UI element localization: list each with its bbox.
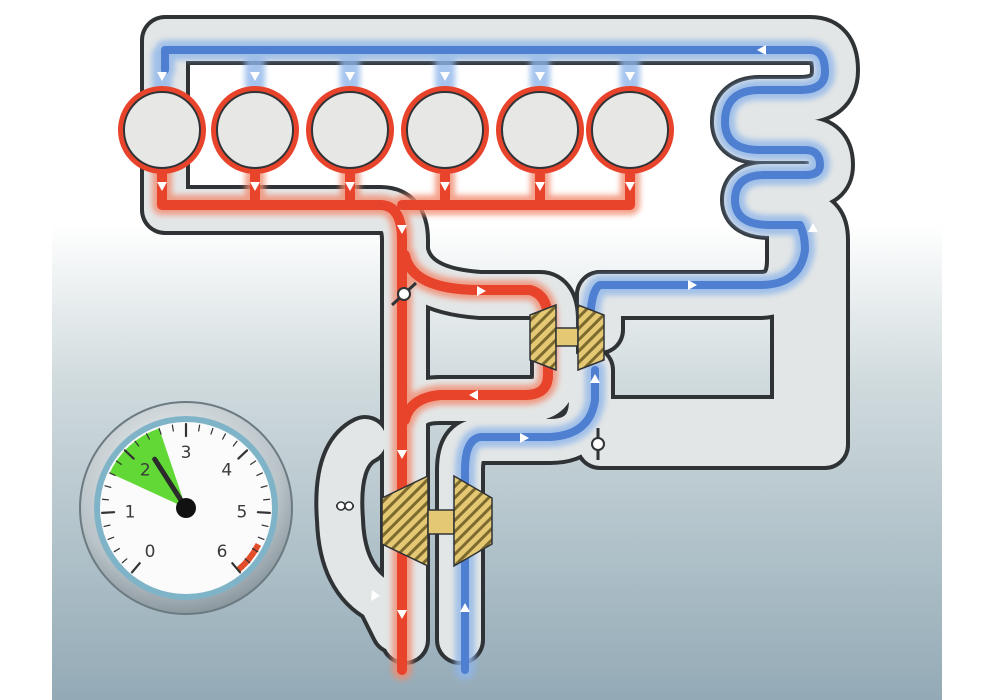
gauge-minor-tick (113, 547, 120, 553)
gauge-minor-tick (121, 558, 128, 564)
gauge-minor-tick (261, 524, 269, 528)
cylinder-2 (211, 86, 299, 174)
gauge-major-tick (101, 511, 116, 514)
cylinder-3 (306, 86, 394, 174)
triangle-arrow-icon (460, 603, 470, 612)
boost-gauge: 01 2 3 4 56 (79, 401, 293, 615)
gauge-minor-tick (171, 424, 174, 432)
gauge-minor-tick (107, 536, 115, 541)
turbocharger-small (529, 303, 605, 372)
triangle-arrow-icon (345, 72, 355, 81)
gauge-minor-tick (104, 485, 112, 488)
valve-wastegate (336, 501, 354, 511)
gauge-hub (176, 498, 196, 518)
cylinder-bank (118, 86, 674, 174)
gauge-scale-labels: 01 2 3 4 56 (125, 443, 248, 562)
triangle-arrow-icon (469, 390, 478, 400)
gauge-scale-label: 3 (181, 443, 192, 463)
gauge-minor-tick (252, 547, 259, 553)
valve-bypass-intake (591, 428, 605, 460)
gauge-major-tick (123, 449, 135, 460)
triangle-arrow-icon (371, 590, 380, 601)
flow-arrows (157, 45, 818, 619)
gauge-scale-label: 0 (145, 542, 156, 562)
triangle-arrow-icon (250, 72, 260, 81)
turbocharger-large (381, 474, 493, 568)
gauge-scale-label: 1 (125, 502, 136, 522)
cylinder-1 (118, 86, 206, 174)
gauge-minor-tick (260, 485, 268, 488)
gauge-minor-tick (256, 472, 263, 477)
gauge-ticks (101, 422, 271, 574)
triangle-arrow-icon (440, 182, 450, 191)
turbocharger-icon (381, 474, 429, 568)
triangle-arrow-icon (535, 182, 545, 191)
gauge-minor-tick (232, 440, 238, 447)
gauge-minor-tick (262, 498, 271, 501)
gauge-minor-tick (158, 427, 162, 435)
gauge-minor-tick (198, 424, 201, 432)
gauge-minor-tick (115, 460, 122, 465)
triangle-arrow-icon (397, 450, 407, 459)
triangle-arrow-icon (157, 72, 167, 81)
gauge-minor-tick (250, 460, 257, 465)
cylinder-4 (401, 86, 489, 174)
gauge-scale-label: 6 (217, 542, 228, 562)
gauge-minor-tick (145, 433, 150, 440)
triangle-arrow-icon (397, 610, 407, 619)
gauge-scale-label: 5 (236, 502, 247, 522)
triangle-arrow-icon (345, 182, 355, 191)
triangle-arrow-icon (688, 280, 697, 290)
turbocharger-icon (529, 303, 557, 372)
background-right-margin (942, 0, 1000, 700)
triangle-arrow-icon (757, 45, 766, 55)
gauge-minor-tick (257, 536, 265, 541)
triangle-arrow-icon (808, 223, 818, 232)
valve-exhaust-branch (390, 281, 418, 307)
intake-flow (152, 40, 835, 680)
triangle-arrow-icon (477, 286, 486, 296)
triangle-arrow-icon (520, 433, 529, 443)
gauge-major-tick (256, 511, 271, 514)
gauge-scale-label: 2 (140, 461, 151, 481)
cylinder-5 (496, 86, 584, 174)
cylinder-6 (586, 86, 674, 174)
triangle-arrow-icon (397, 225, 407, 234)
gauge-minor-tick (101, 498, 110, 501)
gauge-minor-tick (134, 440, 140, 447)
gauge-major-tick (237, 449, 249, 460)
triangle-arrow-icon (157, 182, 167, 191)
gauge-major-tick (130, 562, 141, 574)
gauge-minor-tick (109, 472, 116, 477)
gauge-minor-tick (103, 524, 111, 528)
triangle-arrow-icon (625, 182, 635, 191)
gauge-minor-tick (244, 558, 251, 564)
triangle-arrow-icon (625, 72, 635, 81)
triangle-arrow-icon (590, 374, 600, 383)
gauge-green-zone (109, 428, 186, 508)
gauge-scale-label: 4 (221, 461, 232, 481)
gauge-major-tick (231, 562, 242, 574)
triangle-arrow-icon (250, 182, 260, 191)
triangle-arrow-icon (535, 72, 545, 81)
triangle-arrow-icon (440, 72, 450, 81)
gauge-minor-tick (210, 427, 214, 435)
background-left-margin (0, 0, 52, 700)
gauge-minor-tick (222, 433, 227, 440)
